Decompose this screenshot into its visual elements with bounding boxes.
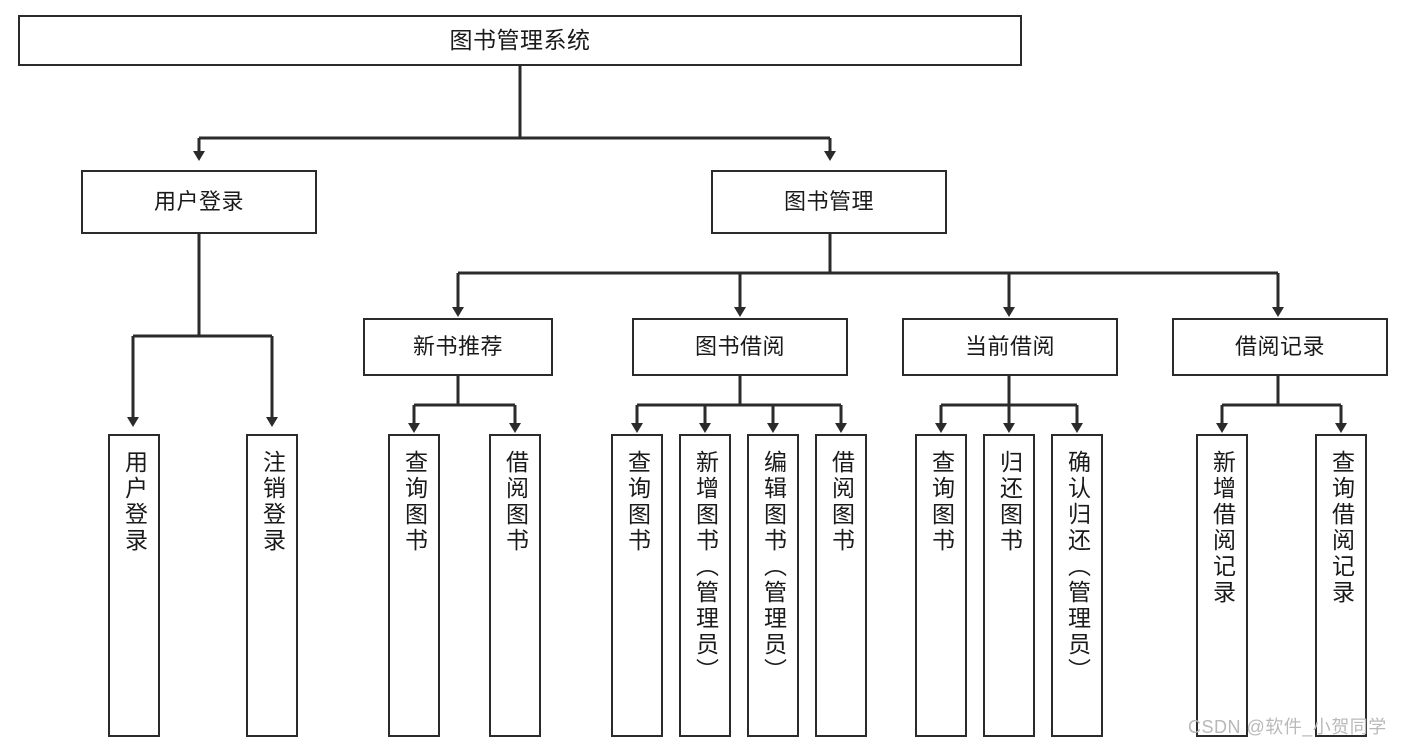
node-leaf-borrow-book[interactable]: 借阅图书 (815, 434, 867, 737)
node-leaf-query-book-current[interactable]: 查询图书 (915, 434, 967, 737)
node-leaf-query-book-new[interactable]: 查询图书 (388, 434, 440, 737)
node-leaf-add-borrow-record[interactable]: 新增借阅记录 (1196, 434, 1248, 737)
node-label: 新增借阅记录 (1209, 450, 1236, 606)
node-book-management[interactable]: 图书管理 (711, 170, 947, 234)
node-leaf-logout-login[interactable]: 注销登录 (246, 434, 298, 737)
node-leaf-query-book[interactable]: 查询图书 (611, 434, 663, 737)
node-label: 用户登录 (153, 188, 244, 214)
node-label: 借阅记录 (1234, 333, 1325, 359)
node-label: 查询图书 (401, 450, 428, 554)
node-borrow-record[interactable]: 借阅记录 (1172, 318, 1388, 376)
node-current-borrow[interactable]: 当前借阅 (902, 318, 1118, 376)
node-label: 图书借阅 (694, 333, 785, 359)
node-label: 用户登录 (121, 450, 148, 554)
node-leaf-return-book[interactable]: 归还图书 (983, 434, 1035, 737)
node-label: 新增图书（管理员） (692, 450, 719, 684)
node-root-book-management-system[interactable]: 图书管理系统 (18, 15, 1022, 66)
node-label: 确认归还（管理员） (1064, 450, 1091, 684)
node-label: 查询图书 (624, 450, 651, 554)
node-leaf-add-book-admin[interactable]: 新增图书（管理员） (679, 434, 731, 737)
node-book-borrow[interactable]: 图书借阅 (632, 318, 848, 376)
node-label: 编辑图书（管理员） (760, 450, 787, 684)
node-label: 新书推荐 (412, 333, 503, 359)
node-leaf-query-borrow-record[interactable]: 查询借阅记录 (1315, 434, 1367, 737)
node-label: 查询借阅记录 (1328, 450, 1355, 606)
node-new-book-recommend[interactable]: 新书推荐 (363, 318, 553, 376)
node-leaf-confirm-return-admin[interactable]: 确认归还（管理员） (1051, 434, 1103, 737)
node-leaf-borrow-book-new[interactable]: 借阅图书 (489, 434, 541, 737)
node-label: 当前借阅 (964, 333, 1055, 359)
node-label: 查询图书 (928, 450, 955, 554)
node-label: 借阅图书 (502, 450, 529, 554)
node-label: 图书管理 (783, 188, 874, 214)
node-user-login[interactable]: 用户登录 (81, 170, 317, 234)
node-label: 归还图书 (996, 450, 1023, 554)
watermark-text: CSDN @软件_小贺同学 (1188, 717, 1387, 737)
node-label: 借阅图书 (828, 450, 855, 554)
node-label: 注销登录 (259, 450, 286, 554)
node-label: 图书管理系统 (449, 26, 591, 53)
node-leaf-user-login[interactable]: 用户登录 (108, 434, 160, 737)
node-leaf-edit-book-admin[interactable]: 编辑图书（管理员） (747, 434, 799, 737)
